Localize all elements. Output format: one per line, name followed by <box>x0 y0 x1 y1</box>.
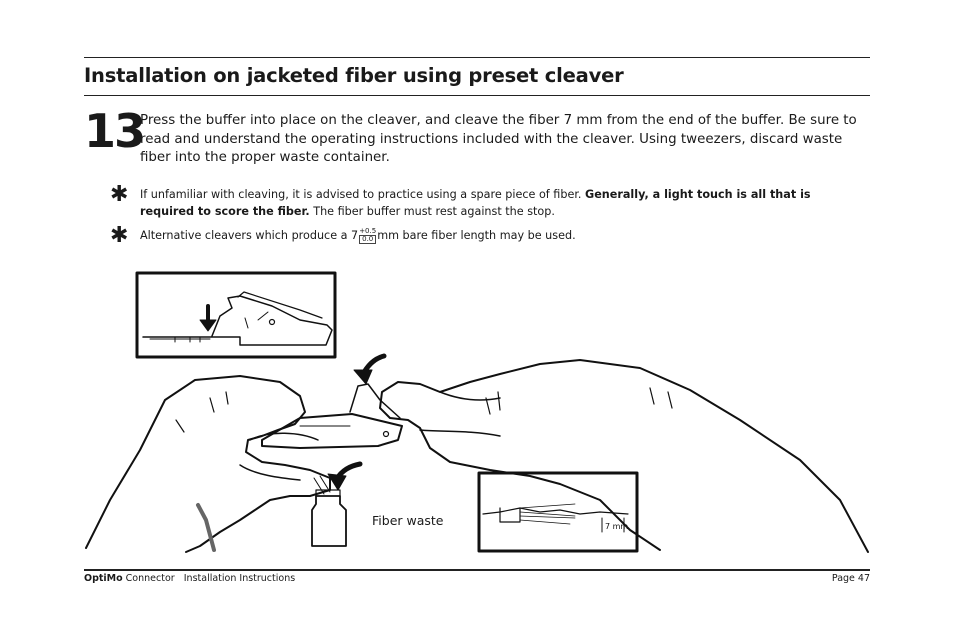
length-label: 7 mm <box>605 522 628 531</box>
note-text: The fiber buffer must rest against the s… <box>309 205 555 218</box>
step-number: 13 <box>84 104 146 158</box>
tolerance-upper: +0.5 <box>359 227 377 235</box>
note-text: mm bare fiber length may be used. <box>377 229 576 242</box>
title-rule <box>84 95 870 96</box>
footer-product: Connector <box>122 573 175 584</box>
note-cleaving-tip: If unfamiliar with cleaving, it is advis… <box>140 186 865 220</box>
footer-rule <box>84 569 870 571</box>
inset-fiber-detail <box>477 471 639 553</box>
cleaver-tool <box>261 383 403 449</box>
left-hand <box>85 375 331 553</box>
note-alternative-cleavers: Alternative cleavers which produce a 7+0… <box>140 227 865 244</box>
curved-arrow-bottom-icon <box>327 473 347 491</box>
footer-brand: OptiMo <box>84 573 123 584</box>
tolerance-lower: 0.0 <box>359 235 377 244</box>
note-asterisk-icon: ✱ <box>110 223 129 248</box>
right-hand <box>379 359 869 553</box>
note-asterisk-icon: ✱ <box>110 182 129 207</box>
note-bold-text: Generally, a light touch is all that is … <box>140 188 811 218</box>
step-instructions: Press the buffer into place on the cleav… <box>140 113 857 165</box>
curved-arrow-top-icon <box>353 369 373 385</box>
press-down-arrow-icon <box>199 319 217 332</box>
page-title: Installation on jacketed fiber using pre… <box>84 64 624 87</box>
fiber-waste-caption: Fiber waste <box>372 513 444 528</box>
note-text: If unfamiliar with cleaving, it is advis… <box>140 188 586 201</box>
inset-cleaver-detail <box>135 271 337 359</box>
note-text: Alternative cleavers which produce a 7 <box>140 229 359 242</box>
footer-doc: Installation Instructions <box>183 573 296 584</box>
waste-bottle <box>311 475 347 547</box>
page-number: Page 47 <box>831 573 870 584</box>
footer-left: OptiMo Connector Installation Instructio… <box>84 573 295 584</box>
top-rule <box>84 57 870 58</box>
